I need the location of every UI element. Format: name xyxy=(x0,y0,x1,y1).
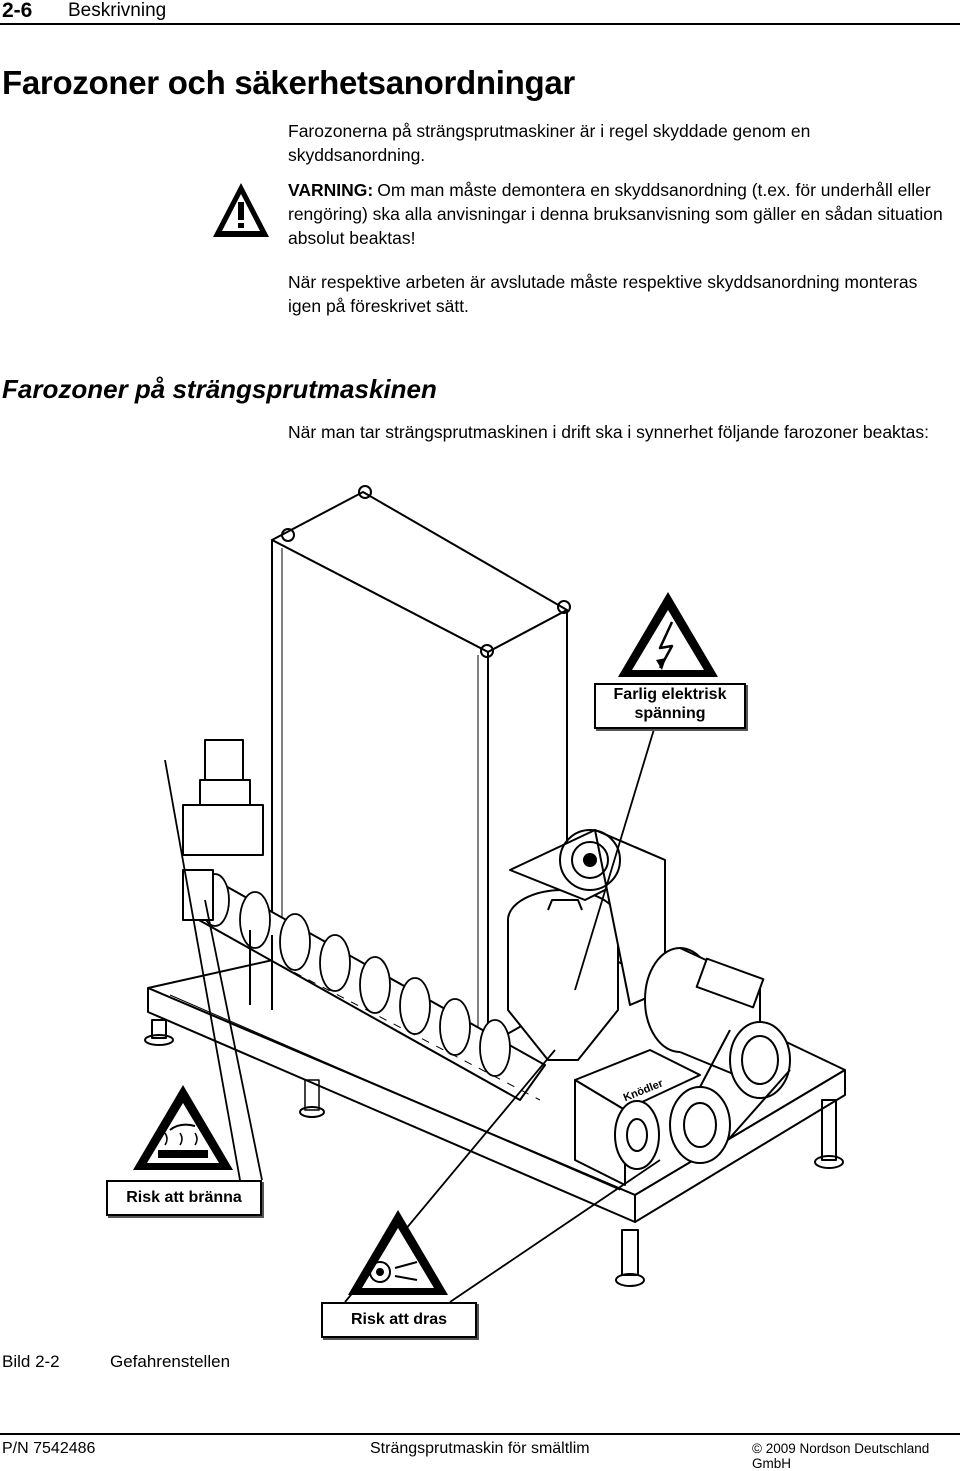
copyright: © 2009 Nordson Deutschland GmbH xyxy=(752,1441,930,1471)
part-number: P/N 7542486 xyxy=(2,1440,96,1457)
warning-paragraph: VARNING:Om man måste demontera en skydds… xyxy=(288,178,953,250)
figure-caption-text: Gefahrenstellen xyxy=(110,1352,231,1371)
section-subtitle: Farozoner på strängsprutmaskinen xyxy=(2,374,437,404)
machine-illustration: Knödler xyxy=(133,485,846,1303)
page-title: Farozoner och säkerhetsanordningar xyxy=(2,64,575,101)
hot-surface-icon xyxy=(133,1085,233,1170)
intro-paragraph: Farozonerna på strängsprutmaskiner är i … xyxy=(288,121,811,165)
label-burn-hazard: Risk att bränna xyxy=(106,1180,262,1216)
hopper xyxy=(507,889,619,1061)
entanglement-hazard-icon xyxy=(348,1210,448,1295)
electric-hazard-icon xyxy=(618,592,718,677)
page-number: 2-6 xyxy=(2,0,33,22)
extruder-barrel xyxy=(182,739,546,1101)
leader-lines xyxy=(164,682,669,1303)
footer-rule xyxy=(0,1433,960,1435)
warning-triangle-icon xyxy=(213,183,269,237)
section-title: Beskrivning xyxy=(68,0,167,21)
cooling-unit xyxy=(509,829,666,1006)
warning-label: VARNING: xyxy=(288,180,374,200)
drive-unit xyxy=(574,947,791,1186)
after-warning-paragraph: När respektive arbeten är avslutade måst… xyxy=(288,272,918,316)
label-drag-hazard: Risk att dras xyxy=(321,1302,477,1338)
sub-intro-paragraph: När man tar strängsprutmaskinen i drift … xyxy=(288,422,930,442)
warning-text: Om man måste demontera en skyddsanordnin… xyxy=(288,180,943,248)
figure-caption-label: Bild 2-2 xyxy=(2,1352,60,1371)
header-rule xyxy=(0,23,960,25)
label-electric-hazard: Farlig elektrisk spänning xyxy=(594,683,746,729)
document-title: Strängsprutmaskin för smältlim xyxy=(370,1440,590,1457)
